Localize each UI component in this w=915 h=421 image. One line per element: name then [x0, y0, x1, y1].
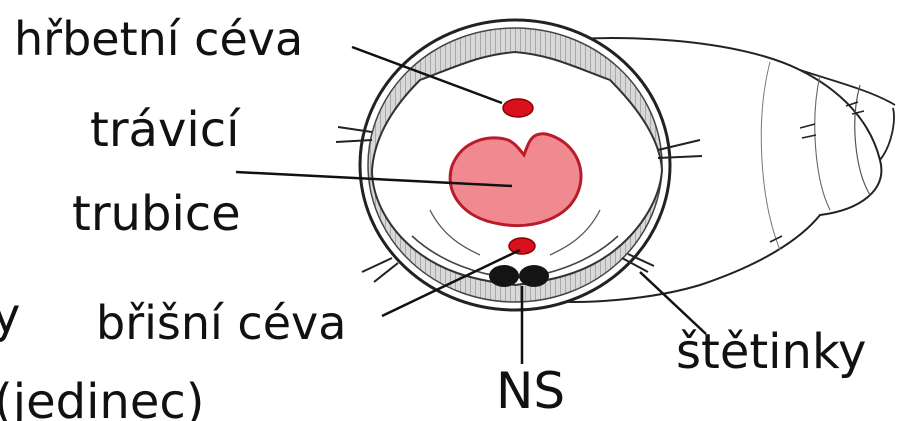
label-nervous-system: NS — [496, 366, 565, 416]
label-ventral-vessel: břišní céva — [96, 300, 346, 346]
label-setae: štětinky — [676, 328, 866, 376]
label-digestive-tube-1: trávicí — [90, 106, 239, 154]
label-dorsal-vessel: hřbetní céva — [14, 16, 303, 62]
label-partial-fragment: y — [0, 292, 20, 340]
ventral-vessel — [509, 238, 535, 254]
label-partial-text: (jedinec) — [0, 378, 204, 421]
dorsal-vessel — [503, 99, 533, 117]
digestive-tube — [450, 134, 581, 226]
label-digestive-tube-2: trubice — [72, 190, 241, 238]
